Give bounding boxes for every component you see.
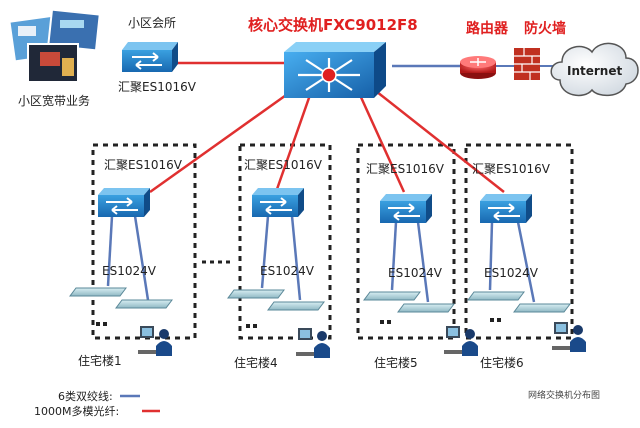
agg-label-2: 汇聚ES1016V [244,158,322,172]
legend-fiber-label: 1000M多模光纤: [34,405,120,418]
club-label: 小区会所 [128,16,177,30]
twisted-pair-links [106,215,536,303]
access-switch-2a [227,289,285,299]
core-switch [284,42,386,98]
agg-label-3: 汇聚ES1016V [366,162,444,176]
agg-label-1: 汇聚ES1016V [104,158,182,172]
access-switch-4b [513,303,571,313]
agg-switch-4 [480,194,532,223]
agg-switch-2 [252,188,304,217]
group-box-3 [356,143,456,340]
internet-label: Internet [567,64,623,78]
access-label-3: ES1024V [388,266,442,280]
access-label-1: ES1024V [102,264,156,278]
group-box-1 [91,143,197,340]
access-switch-1b [115,299,173,309]
router-label: 路由器 [466,21,508,37]
user-pc-1 [138,326,172,356]
building-label-2: 住宅楼4 [234,356,278,370]
access-switch-3a [363,291,421,301]
access-switch-4a [467,291,525,301]
user-pc-3 [444,326,478,356]
access-switch-1a [69,287,127,297]
access-switches [69,287,571,313]
building-label-3: 住宅楼5 [374,356,418,370]
access-label-4: ES1024V [484,266,538,280]
access-switch-3b [397,303,455,313]
user-pc-2 [296,328,330,358]
internet-cloud [550,42,639,97]
user-pc-4 [552,322,586,352]
diagram-caption: 网络交换机分布图 [528,391,601,401]
broadband-label: 小区宽带业务 [18,94,91,108]
agg-label-4: 汇聚ES1016V [472,162,550,176]
group-box-2 [238,143,332,340]
building-label-1: 住宅楼1 [78,354,122,368]
firewall-label: 防火墙 [524,21,566,37]
firewall [514,48,540,80]
legend-twisted-pair-label: 6类双绞线: [58,390,113,403]
fiber-links [149,61,505,194]
access-label-2: ES1024V [260,264,314,278]
access-switch-2b [267,301,325,311]
router [460,56,496,79]
group-box-4 [464,143,574,340]
building-label-4: 住宅楼6 [480,356,524,370]
club-switch-label: 汇聚ES1016V [118,80,196,94]
agg-switch-3 [380,194,432,223]
broadband-photo-collage [8,8,101,83]
more-switch-dots [96,318,501,328]
agg-switch-1 [98,188,150,217]
club-switch [122,42,178,72]
core-switch-title: 核心交换机FXC9012F8 [248,16,418,34]
